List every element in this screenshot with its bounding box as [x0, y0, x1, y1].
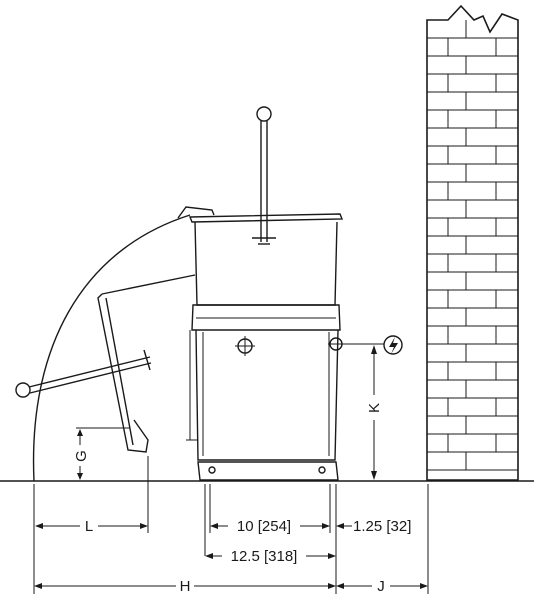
label-j: J: [377, 578, 385, 595]
dimension-10: [210, 523, 330, 529]
label-1-25-32: 1.25 [32]: [353, 518, 411, 535]
dimension-1-25: [336, 523, 352, 529]
label-h: H: [180, 578, 191, 595]
dimension-j: [336, 583, 428, 589]
label-10-254: 10 [254]: [237, 518, 291, 535]
dimension-k: [344, 343, 384, 480]
dimension-l: [35, 523, 148, 529]
label-12-5-318: 12.5 [318]: [231, 548, 298, 565]
dimension-h: [34, 583, 336, 589]
dimension-12-5: [205, 553, 336, 559]
label-g: G: [73, 450, 90, 462]
extension-lines: [33, 456, 429, 594]
brick-wall: [426, 4, 519, 481]
lightning-bolt-icon: [383, 335, 403, 355]
label-l: L: [85, 518, 93, 535]
dimension-g: [76, 427, 130, 480]
label-k: K: [366, 403, 383, 413]
kettle-unit: [15, 106, 344, 482]
